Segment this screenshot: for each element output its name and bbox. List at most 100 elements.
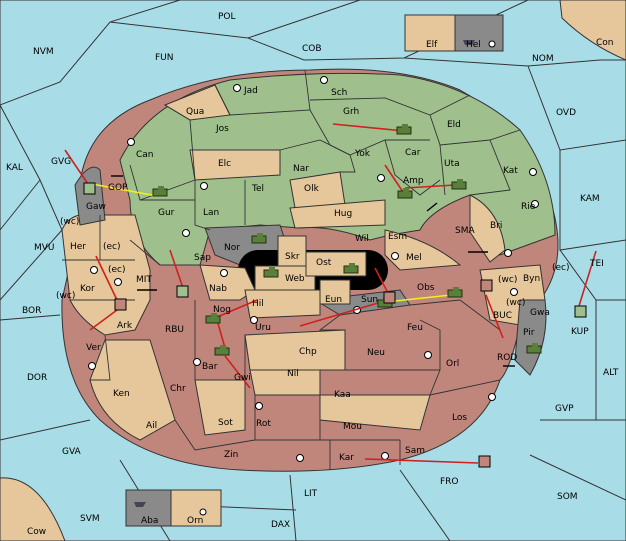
- territory-label: Jad: [243, 86, 258, 96]
- green-army-unit-icon: [447, 287, 463, 298]
- territory-label: Kar: [339, 453, 354, 463]
- territory-nil[interactable]: [249, 369, 321, 396]
- territory-label: Chp: [299, 347, 317, 357]
- territory-label: Elf: [426, 40, 438, 50]
- sea-label: NOM: [532, 54, 554, 64]
- coast-tag: (wc): [506, 298, 525, 308]
- green-army-unit-icon: [214, 345, 230, 356]
- red-unit-icon: [114, 298, 127, 311]
- territory-label: Ost: [316, 258, 332, 268]
- territory-label: Gaw: [86, 202, 106, 212]
- sea-label: GVP: [555, 404, 574, 414]
- sea-label: LIT: [304, 489, 318, 499]
- territory-label: Hug: [334, 209, 352, 219]
- territory-label: Web: [285, 274, 305, 284]
- territory-label: Ken: [113, 389, 130, 399]
- territory-chp[interactable]: [244, 329, 346, 371]
- territory-label: Kaa: [334, 390, 351, 400]
- green-army-unit-icon: [397, 188, 413, 199]
- red-unit-icon: [574, 305, 587, 318]
- territory-label: Gur: [158, 208, 175, 218]
- territory-bri[interactable]: [469, 194, 506, 263]
- sea-label: DAX: [271, 520, 290, 530]
- ring-label-group: Gaw Her Kor Ark Ver Ken Chr Ail Byn Gwa …: [70, 202, 550, 431]
- territory-label: Uta: [444, 159, 460, 169]
- territory-label: Skr: [285, 252, 300, 262]
- territory-label: Con: [596, 38, 614, 48]
- coast-tags: (wc) (ec) (ec) (wc) (wc) (ec) (wc): [56, 217, 570, 308]
- tan-label-group: Skr Ost Web Mel Nab Eun Hil Sun Uru Chp …: [209, 252, 422, 379]
- red-unit-icon: [478, 455, 491, 468]
- territory-elc[interactable]: [189, 149, 281, 181]
- territory-label: Car: [405, 148, 421, 158]
- territory-chr[interactable]: [89, 339, 176, 441]
- territory-label: Nar: [293, 164, 309, 174]
- territory-eun[interactable]: [319, 279, 351, 305]
- territory-label: Orl: [446, 359, 459, 369]
- territory-label: Obs: [417, 283, 435, 293]
- sea-label: BOR: [22, 306, 41, 316]
- sea-label: KUP: [571, 327, 589, 337]
- coast-tag: (ec): [108, 265, 126, 275]
- sea-label: POL: [218, 12, 236, 22]
- territory-label: Mel: [406, 253, 422, 263]
- territory-aba[interactable]: [125, 489, 172, 527]
- green-army-unit-icon: [451, 179, 467, 190]
- sea-label: SMA: [455, 226, 475, 236]
- fleet-unit-icon: [134, 502, 146, 507]
- territory-label: Feu: [407, 323, 423, 333]
- territory-label: Orn: [187, 516, 203, 526]
- territory-label: Nor: [224, 243, 240, 253]
- territory-label: Ver: [86, 343, 101, 353]
- coast-tag: (wc): [60, 217, 79, 227]
- green-army-unit-icon: [152, 186, 168, 197]
- red-unit-icon: [383, 291, 396, 304]
- territory-pir[interactable]: [514, 299, 547, 376]
- coast-tag: (wc): [498, 275, 517, 285]
- red-label-group: Obs Feu Nog Neu Orl Bar Gwi Kaa Rot Sot …: [202, 283, 467, 463]
- territory-label: Neu: [367, 348, 385, 358]
- territory-label: Rie: [521, 202, 536, 212]
- territory-label: Rot: [256, 419, 271, 429]
- territory-label: Nog: [213, 305, 231, 315]
- green-army-unit-icon: [205, 313, 221, 324]
- territory-label: Nil: [287, 369, 299, 379]
- gop-label: GOP: [108, 183, 128, 193]
- sea-label: ROD: [497, 353, 517, 363]
- territory-label: Gwi: [234, 373, 251, 383]
- territory-label: Kat: [503, 166, 518, 176]
- territory-label: Lan: [203, 208, 219, 218]
- territory-label: Gwa: [530, 308, 550, 318]
- territory-label: Grh: [343, 107, 359, 117]
- territory-label: Mou: [343, 422, 362, 432]
- territory-label: Byn: [523, 274, 540, 284]
- territory-label: Yok: [354, 149, 371, 159]
- support-arrows: [91, 183, 452, 303]
- green-army-unit-icon: [251, 233, 267, 244]
- green-army-unit-icon: [263, 267, 279, 278]
- territory-label: Her: [70, 242, 86, 252]
- sea-label: GVA: [62, 447, 82, 457]
- territory-label: Sam: [405, 446, 425, 456]
- territory-label: Olk: [304, 184, 320, 194]
- sea-label-group: POL NVM FUN COB NOM OVD KAL GVG KAM MVU …: [6, 12, 619, 530]
- territory-orn[interactable]: [170, 489, 222, 527]
- units: [83, 40, 587, 507]
- territory-label: Wil: [355, 234, 369, 244]
- territory-label: Chr: [170, 384, 186, 394]
- territory-gaw[interactable]: [74, 166, 106, 226]
- territory-label: Jos: [215, 124, 229, 134]
- sea-label: FRO: [440, 477, 459, 487]
- sea-label: TEI: [589, 259, 604, 269]
- sea-label: SVM: [80, 514, 100, 524]
- territory-hil[interactable]: [244, 289, 321, 319]
- territory-skr[interactable]: [277, 235, 307, 267]
- territory-label: Can: [136, 150, 154, 160]
- sea-label: KAM: [580, 194, 600, 204]
- adjacency-arrows: [111, 175, 515, 367]
- territory-mel[interactable]: [384, 229, 462, 271]
- territory-label: Los: [452, 413, 467, 423]
- territory-label: Hil: [252, 299, 264, 309]
- coast-tag: (ec): [552, 263, 570, 273]
